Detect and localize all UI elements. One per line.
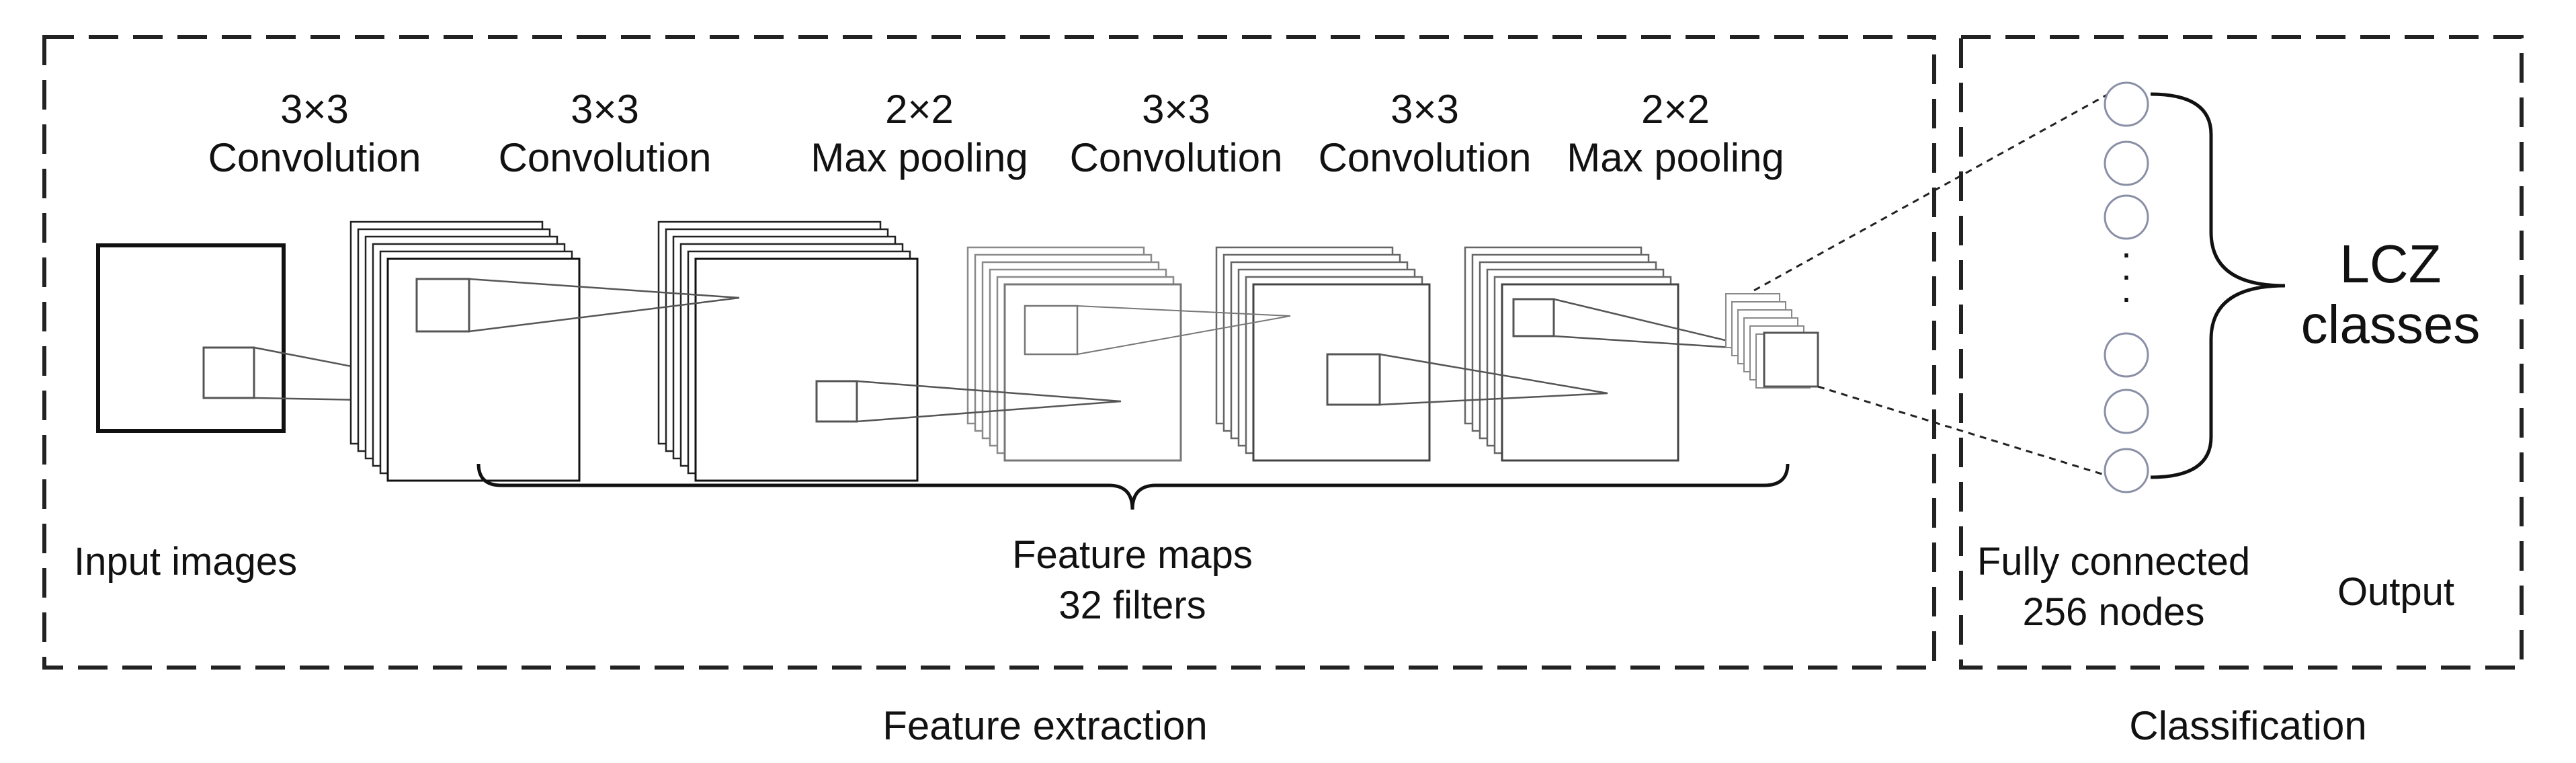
receptive-field-5 — [1512, 298, 1555, 337]
feature-extraction-box — [42, 35, 1936, 670]
fc-node — [2104, 81, 2149, 127]
classification-label: Classification — [2129, 703, 2366, 748]
feature-maps-label: Feature maps — [1012, 533, 1253, 577]
classification-box — [1959, 35, 2524, 670]
fc-node — [2104, 448, 2149, 493]
pool1-feature-maps — [966, 246, 1182, 462]
classes-label-line2: classes — [2301, 294, 2481, 354]
receptive-field-1 — [415, 278, 470, 333]
fully-connected-label: Fully connected — [1977, 540, 2250, 584]
feature-maps-filters-label: 32 filters — [1058, 584, 1206, 627]
projection-1 — [468, 278, 740, 333]
fc-ellipsis-dot: · — [2120, 253, 2133, 296]
classes-label-line1: LCZ — [2339, 234, 2441, 294]
output-label: Output — [2337, 570, 2454, 614]
feature-map-sheet — [1003, 283, 1182, 462]
input-receptive-field — [202, 346, 255, 399]
fc-ellipsis-dot: · — [2120, 276, 2133, 318]
receptive-field-3 — [1024, 305, 1079, 356]
projection-4 — [1379, 353, 1608, 406]
layer-5-kernel: 3×3 — [1390, 87, 1459, 132]
conv2-feature-maps — [657, 220, 919, 482]
layer-4-kernel: 3×3 — [1142, 87, 1210, 132]
layer-4-op: Convolution — [1070, 135, 1283, 180]
fc-connector-bottom — [1817, 385, 2109, 477]
feature-map-sheet — [1501, 283, 1679, 462]
fc-node — [2104, 140, 2149, 186]
final-feature-map — [1725, 293, 1819, 389]
fully-connected-nodes-label: 256 nodes — [2023, 590, 2205, 634]
feature-maps-brace — [476, 463, 1790, 510]
conv1-feature-maps — [349, 220, 581, 482]
layer-3-op: Max pooling — [811, 135, 1028, 180]
feature-extraction-label: Feature extraction — [882, 703, 1208, 748]
layer-1-kernel: 3×3 — [280, 87, 349, 132]
fc-node — [2104, 389, 2149, 434]
layer-2-kernel: 3×3 — [571, 87, 639, 132]
receptive-field-2 — [815, 380, 858, 423]
fc-node — [2104, 194, 2149, 240]
conv4-feature-maps — [1464, 246, 1679, 462]
fc-connector-top — [1753, 93, 2109, 292]
layer-6-kernel: 2×2 — [1641, 87, 1710, 132]
conv3-feature-maps — [1215, 246, 1431, 462]
receptive-field-4 — [1326, 353, 1381, 406]
layer-3-kernel: 2×2 — [885, 87, 954, 132]
layer-5-op: Convolution — [1319, 135, 1532, 180]
feature-map-sheet — [1252, 283, 1431, 462]
layer-2-op: Convolution — [499, 135, 712, 180]
fully-connected-nodes: · · · — [2104, 81, 2149, 493]
output-brace — [2150, 92, 2286, 479]
projection-3 — [1077, 305, 1291, 355]
projection-2 — [856, 380, 1122, 423]
input-image — [96, 243, 286, 433]
layer-labels: 3×3 Convolution 3×3 Convolution 2×2 Max … — [208, 87, 1784, 180]
fc-node — [2104, 332, 2149, 378]
fc-ellipsis-dot: · — [2120, 231, 2133, 274]
layer-1-op: Convolution — [208, 135, 421, 180]
layer-6-op: Max pooling — [1567, 135, 1784, 180]
feature-map-sheet — [694, 257, 919, 482]
input-images-label: Input images — [74, 540, 297, 584]
feature-map-stacks — [349, 220, 1679, 482]
